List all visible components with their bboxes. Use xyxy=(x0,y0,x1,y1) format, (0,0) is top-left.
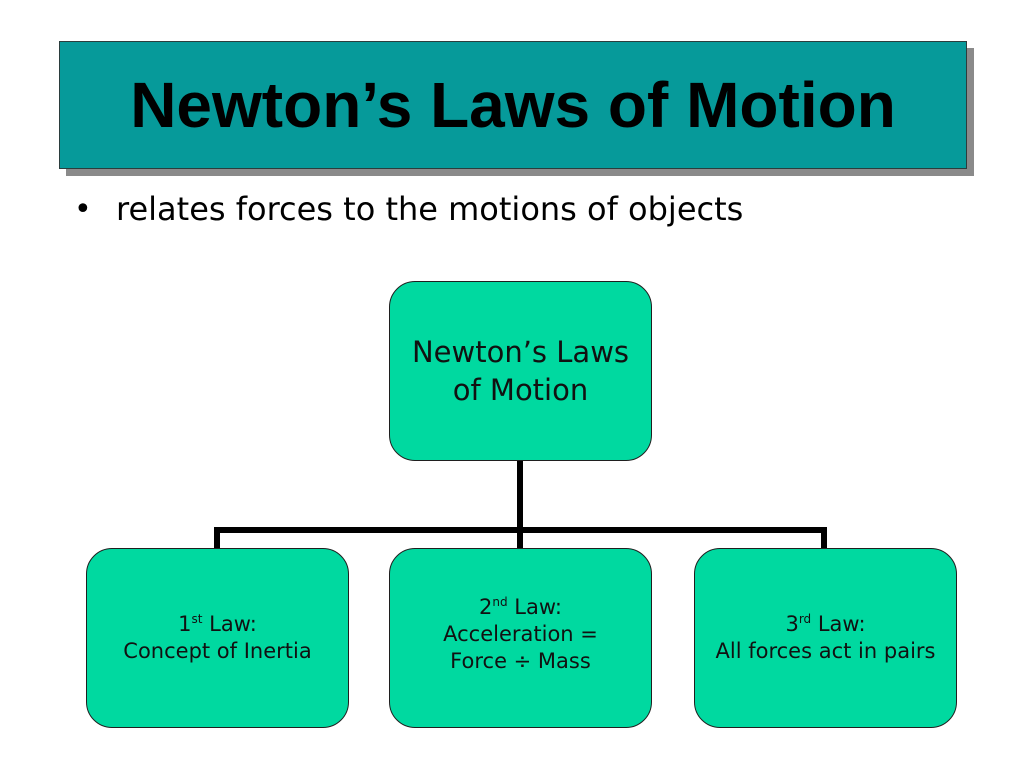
law-label: Law: xyxy=(507,594,562,619)
node-second-law-desc2: Force ÷ Mass xyxy=(450,648,591,673)
node-first-law: 1st Law: Concept of Inertia xyxy=(86,548,349,728)
law-number: 2 xyxy=(479,594,493,619)
law-number: 3 xyxy=(785,612,799,636)
law-label: Law: xyxy=(202,612,257,636)
law-number: 1 xyxy=(178,612,192,636)
node-root: Newton’s Laws of Motion xyxy=(389,281,652,461)
node-root-line2: of Motion xyxy=(452,373,589,407)
law-ordinal: rd xyxy=(798,612,812,626)
node-second-law-desc1: Acceleration = xyxy=(443,621,598,646)
node-second-law: 2nd Law: Acceleration = Force ÷ Mass xyxy=(389,548,652,728)
node-third-law-heading: 3rd Law: xyxy=(716,611,936,638)
node-third-law-desc: All forces act in pairs xyxy=(715,639,936,663)
node-third-law: 3rd Law: All forces act in pairs xyxy=(694,548,957,728)
page-title: Newton’s Laws of Motion xyxy=(130,69,896,141)
law-label: Law: xyxy=(811,612,866,636)
law-ordinal: nd xyxy=(492,594,508,609)
node-second-law-heading: 2nd Law: xyxy=(443,594,598,621)
node-first-law-heading: 1st Law: xyxy=(123,611,311,638)
bullet-item: • relates forces to the motions of objec… xyxy=(74,190,743,228)
law-ordinal: st xyxy=(191,612,203,626)
bullet-text: relates forces to the motions of objects xyxy=(116,190,744,228)
title-banner: Newton’s Laws of Motion xyxy=(59,41,967,169)
bullet-dot-icon: • xyxy=(74,191,92,227)
node-root-line1: Newton’s Laws xyxy=(411,335,630,369)
node-first-law-desc: Concept of Inertia xyxy=(123,639,312,663)
